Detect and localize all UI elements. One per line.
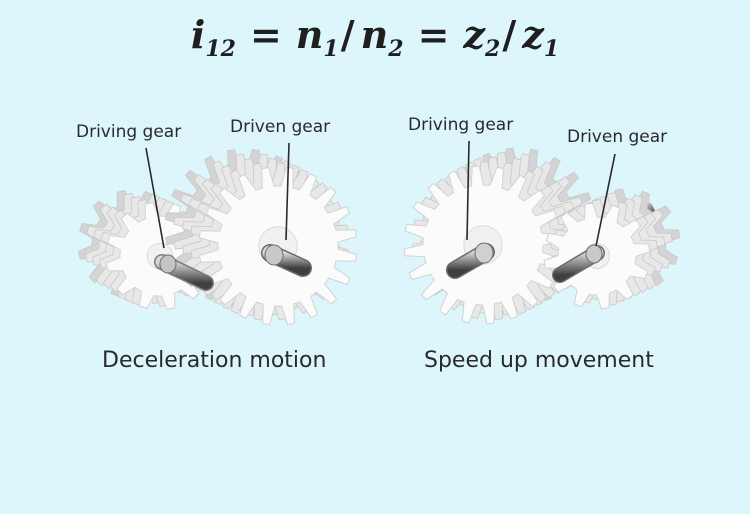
- formula-z-symbol-2: z: [522, 12, 544, 57]
- left-driven-gear-label: Driven gear: [230, 117, 331, 137]
- right-driven-shaft: [552, 244, 605, 283]
- formula-z-subscript-1: 2: [485, 36, 501, 62]
- formula-slash-1: /: [340, 12, 355, 57]
- right-driven-gear-label: Driven gear: [567, 127, 668, 147]
- formula-equals-2: =: [417, 12, 450, 57]
- right-driving-shaft: [446, 242, 495, 279]
- left-caption: Deceleration motion: [102, 348, 327, 373]
- formula-z-symbol-1: z: [463, 12, 486, 57]
- formula-slash-2: /: [502, 12, 517, 57]
- right-driving-leader: [466, 140, 470, 241]
- formula-n-symbol-1: n: [295, 12, 324, 57]
- left-driving-shaft: [154, 254, 214, 291]
- formula-n-subscript-1: 1: [323, 36, 339, 62]
- right-driven-leader: [595, 153, 616, 247]
- formula-n-symbol-2: n: [360, 12, 389, 57]
- formula-z-subscript-2: 1: [543, 36, 560, 62]
- left-driving-gear-label: Driving gear: [76, 122, 182, 142]
- formula-ratio-subscript: 12: [205, 36, 236, 62]
- left-driving-leader: [145, 147, 165, 249]
- right-driving-gear-label: Driving gear: [408, 115, 514, 135]
- formula-n-subscript-2: 2: [388, 36, 404, 62]
- gear-ratio-formula: i12=n1/n2=z2/z1: [0, 12, 750, 62]
- formula-ratio-symbol: i: [190, 12, 206, 57]
- left-driven-shaft: [261, 244, 312, 277]
- formula-equals-1: =: [249, 12, 282, 57]
- left-driven-leader: [285, 142, 290, 241]
- right-caption: Speed up movement: [424, 348, 654, 373]
